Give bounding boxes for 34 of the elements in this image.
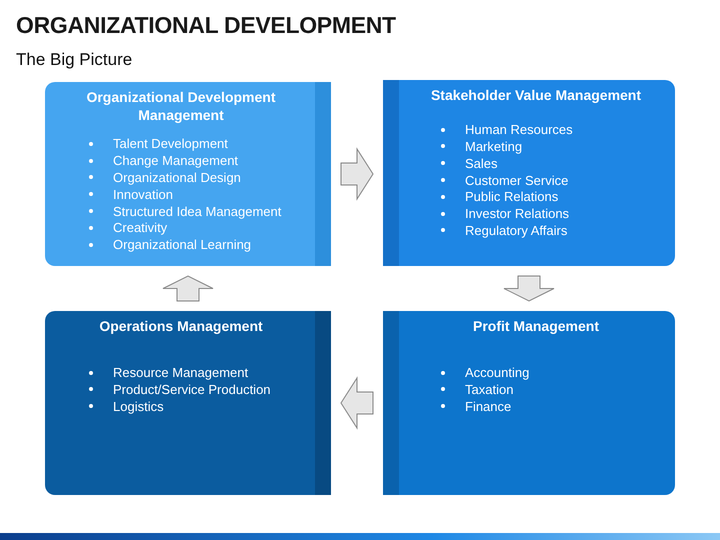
bullet-item: Taxation bbox=[465, 382, 514, 399]
bullet-item: Sales bbox=[465, 156, 498, 173]
bullet-item: Investor Relations bbox=[465, 206, 570, 223]
card-heading: Stakeholder Value Management bbox=[430, 86, 642, 104]
block-arrow bbox=[162, 275, 214, 302]
block-arrow bbox=[340, 147, 374, 201]
block-arrow bbox=[504, 276, 554, 302]
content-card bbox=[383, 311, 675, 495]
bullet-item: Change Management bbox=[113, 153, 238, 170]
bullet-item: Organizational Learning bbox=[113, 237, 252, 254]
bullet-item: Accounting bbox=[465, 365, 530, 382]
bullet-item: Public Relations bbox=[465, 189, 558, 206]
content-card bbox=[45, 311, 331, 495]
bullet-item: Logistics bbox=[113, 398, 164, 416]
bullet-item: Customer Service bbox=[465, 172, 568, 190]
subtitle: The Big Picture bbox=[16, 50, 132, 70]
bullet-item: Marketing bbox=[465, 138, 522, 156]
block-arrow bbox=[340, 376, 374, 430]
card-heading: Operations Management bbox=[98, 317, 264, 336]
title: ORGANIZATIONAL DEVELOPMENT bbox=[16, 12, 396, 39]
card-heading: Profit Management bbox=[472, 317, 600, 336]
card-heading: Organizational Development Management bbox=[85, 88, 277, 124]
bullet-item: Human Resources bbox=[465, 122, 573, 139]
content-card bbox=[383, 80, 675, 266]
bullet-item: Finance bbox=[465, 398, 512, 416]
bullet-item: Creativity bbox=[113, 220, 168, 238]
bullet-item: Innovation bbox=[113, 186, 173, 204]
bullet-item: Talent Development bbox=[113, 136, 228, 154]
bullet-item: Resource Management bbox=[113, 365, 248, 382]
bullet-item: Organizational Design bbox=[113, 170, 241, 187]
bullet-item: Regulatory Affairs bbox=[465, 222, 568, 240]
bullet-item: Structured Idea Management bbox=[113, 204, 282, 220]
content-card bbox=[45, 82, 331, 266]
bullet-item: Product/Service Production bbox=[113, 382, 271, 399]
